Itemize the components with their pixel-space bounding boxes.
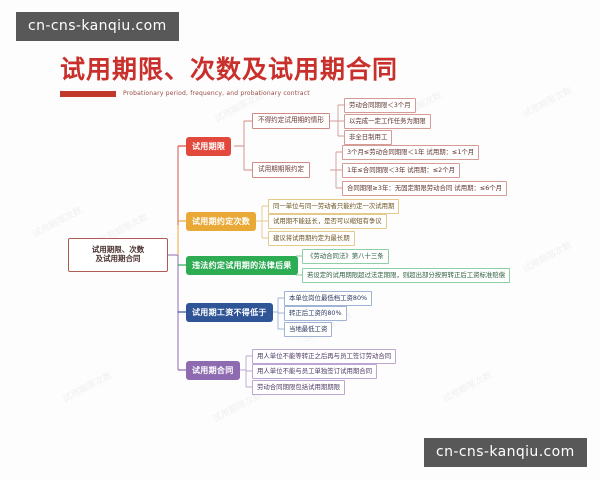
subtitle-row: Probationary period, frequency, and prob… [60, 90, 398, 97]
root-line-1: 试用期限、次数 [91, 245, 145, 255]
branch-node-probation-period[interactable]: 试用期限 [186, 137, 232, 156]
leaf-item[interactable]: 劳动合同期限＜3个月 [344, 98, 416, 113]
watermark-badge-top: cn-cns-kanqiu.com [16, 12, 179, 41]
title-accent-bar [60, 90, 116, 97]
branch-node-minimum-wage[interactable]: 试用期工资不得低于 [186, 303, 273, 322]
root-line-2: 及试用期合同 [95, 254, 141, 263]
leaf-item[interactable]: 用人单位不能与员工单独签订试用期合同 [252, 364, 378, 379]
page-subtitle: Probationary period, frequency, and prob… [123, 90, 310, 97]
leaf-item[interactable]: 转正后工资的80% [284, 306, 347, 321]
branch-node-illegal-consequences[interactable]: 违法约定试用期的法律后果 [186, 256, 298, 275]
leaf-item[interactable]: 若设定的试用期限超过法定期限，则超出部分按照转正后工资标准赔偿 [302, 268, 511, 283]
root-node[interactable]: 试用期限、次数 及试用期合同 [68, 238, 168, 272]
subnode-period-agreement[interactable]: 试用期期限约定 [252, 162, 311, 178]
leaf-item[interactable]: 用人单位不能等转正之后再与员工签订劳动合同 [252, 349, 397, 364]
leaf-item[interactable]: 1年≤合同期限＜3年 试用期：≤2个月 [342, 163, 461, 178]
leaf-item[interactable]: 合同期限≥3年：无固定期限劳动合同 试用期：≤6个月 [342, 181, 508, 196]
branch-node-probation-contract[interactable]: 试用期合同 [186, 361, 240, 380]
subnode-no-probation-cases[interactable]: 不得约定试用期的情形 [252, 113, 330, 129]
leaf-item[interactable]: 3个月≤劳动合同期限＜1年 试用期：≤1个月 [342, 145, 480, 160]
leaf-item[interactable]: 以完成一定工作任务为期限 [344, 114, 431, 129]
leaf-item[interactable]: 《劳动合同法》第八十三条 [302, 249, 389, 264]
page-title: 试用期限、次数及试用期合同 [60, 55, 399, 84]
title-block: 试用期限、次数及试用期合同 Probationary period, frequ… [60, 55, 398, 97]
leaf-item[interactable]: 试用期不能延长，是否可以缩短有争议 [268, 214, 387, 229]
leaf-item[interactable]: 本单位岗位最低档工资80% [284, 291, 373, 306]
watermark-badge-bottom: cn-cns-kanqiu.com [424, 438, 587, 467]
leaf-item[interactable]: 当地最低工资 [284, 322, 333, 337]
leaf-item[interactable]: 非全日制用工 [344, 130, 393, 145]
leaf-item[interactable]: 劳动合同期限包括试用期期限 [252, 380, 346, 395]
leaf-item[interactable]: 同一单位与同一劳动者只能约定一次试用期 [268, 199, 400, 214]
branch-node-probation-count[interactable]: 试用期约定次数 [186, 212, 257, 231]
leaf-item[interactable]: 建议将试用期约定为最长期 [268, 231, 355, 246]
